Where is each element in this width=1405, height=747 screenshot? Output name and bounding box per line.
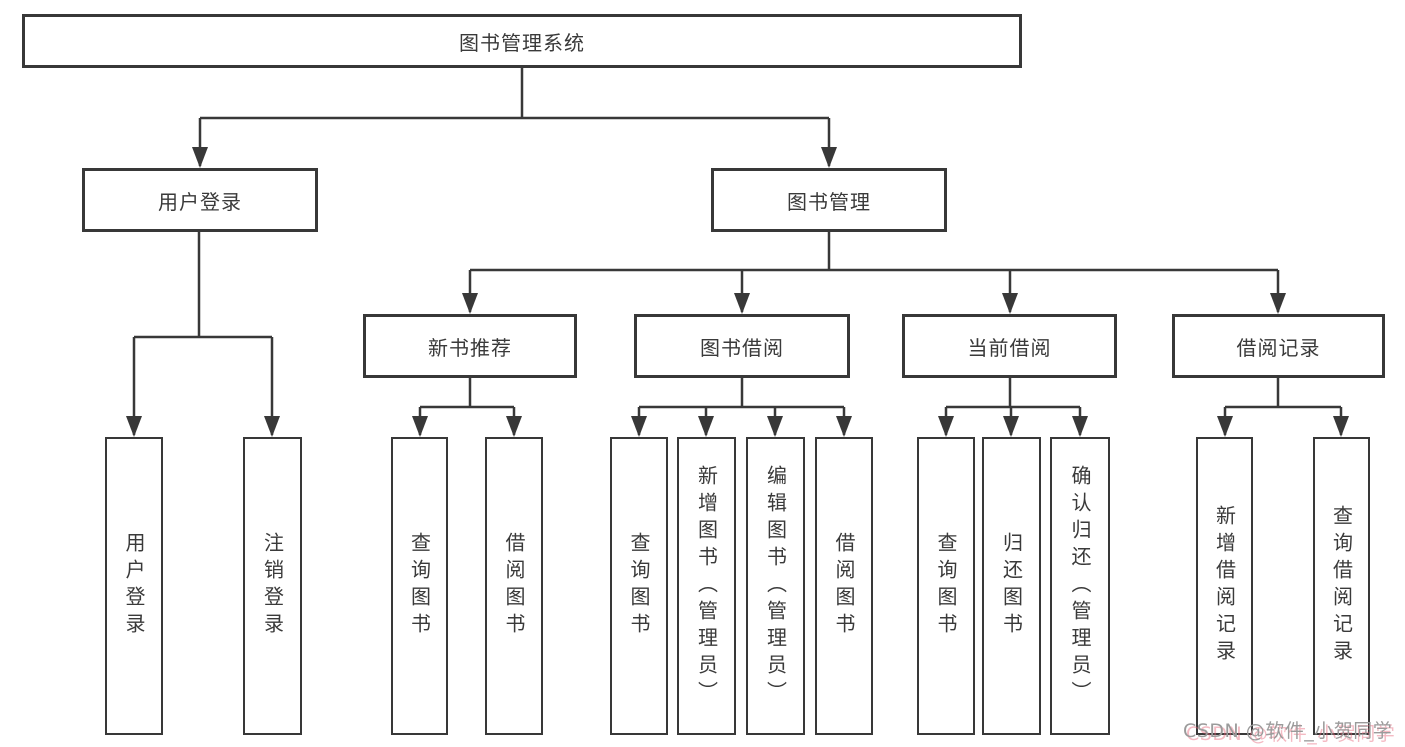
node-label: 查询图书: [407, 532, 432, 640]
node-label: 新书推荐: [428, 335, 512, 360]
node-label: 新增图书（管理员）: [694, 464, 719, 708]
node-label: 借阅图书: [502, 532, 526, 640]
node-label: 查询借阅记录: [1329, 505, 1354, 667]
edge-bookmgmt-to-l3: [468, 232, 1280, 312]
edge-root-to-l2: [198, 68, 831, 166]
leaf-logout: 注销登录: [243, 437, 302, 735]
arrow-down-icon: [192, 147, 208, 168]
arrow-down-icon: [836, 416, 852, 437]
node-label: 新增借阅记录: [1212, 505, 1237, 667]
leaf-bb-edit-books-admin: 编辑图书（管理员）: [746, 437, 805, 735]
arrow-down-icon: [1217, 416, 1233, 437]
node-label: 查询图书: [627, 532, 651, 640]
arrow-down-icon: [126, 416, 142, 437]
node-book-borrowing: 图书借阅: [634, 314, 850, 378]
leaf-br-add-record: 新增借阅记录: [1196, 437, 1253, 735]
arrow-down-icon: [1072, 416, 1088, 437]
leaf-nb-query-books: 查询图书: [391, 437, 448, 735]
edge-borrowrecords-to-leaves: [1223, 378, 1343, 435]
node-label: 确认归还（管理员）: [1068, 464, 1092, 708]
edge-bookborrow-to-leaves: [637, 378, 846, 435]
leaf-bb-borrow-books: 借阅图书: [815, 437, 873, 735]
arrow-down-icon: [1002, 293, 1018, 314]
arrow-down-icon: [412, 416, 428, 437]
node-label: 借阅记录: [1236, 335, 1321, 360]
arrow-down-icon: [631, 416, 647, 437]
arrow-down-icon: [1333, 416, 1349, 437]
node-new-book-recommend: 新书推荐: [363, 314, 577, 378]
arrow-down-icon: [767, 416, 783, 437]
node-label: 借阅图书: [832, 532, 856, 640]
leaf-cb-query-books: 查询图书: [917, 437, 975, 735]
arrow-down-icon: [698, 416, 714, 437]
leaf-cb-return-books: 归还图书: [982, 437, 1041, 735]
arrow-down-icon: [821, 147, 837, 168]
arrowhead-icons: [126, 147, 1349, 437]
node-user-login: 用户登录: [82, 168, 318, 232]
node-label: 注销登录: [260, 532, 285, 640]
leaf-nb-borrow-books: 借阅图书: [485, 437, 543, 735]
node-label: 图书借阅: [700, 335, 784, 360]
tree-edges: [132, 68, 1343, 435]
arrow-down-icon: [1270, 293, 1286, 314]
node-label: 编辑图书（管理员）: [763, 464, 788, 708]
node-label: 用户登录: [122, 532, 146, 640]
node-label: 当前借阅: [967, 335, 1052, 360]
leaf-br-query-record: 查询借阅记录: [1313, 437, 1370, 735]
leaf-cb-confirm-return-admin: 确认归还（管理员）: [1050, 437, 1110, 735]
arrow-down-icon: [264, 416, 280, 437]
node-label: 图书管理系统: [459, 30, 585, 55]
arrow-down-icon: [1003, 416, 1019, 437]
arrow-down-icon: [462, 293, 478, 314]
arrow-down-icon: [938, 416, 954, 437]
leaf-user-login: 用户登录: [105, 437, 163, 735]
arrow-down-icon: [506, 416, 522, 437]
node-label: 用户登录: [158, 189, 242, 214]
node-label: 查询图书: [934, 532, 958, 640]
edge-userlogin-to-leaves: [132, 232, 274, 435]
node-label: 归还图书: [999, 532, 1024, 640]
csdn-watermark: CSDN @软件_小贺同学: [1183, 720, 1393, 742]
node-book-management: 图书管理: [711, 168, 947, 232]
leaf-bb-query-books: 查询图书: [610, 437, 668, 735]
node-label: 图书管理: [787, 189, 871, 214]
arrow-down-icon: [734, 293, 750, 314]
leaf-bb-add-books-admin: 新增图书（管理员）: [677, 437, 736, 735]
node-current-borrowing: 当前借阅: [902, 314, 1117, 378]
edge-newbookrec-to-leaves: [418, 378, 516, 435]
node-borrowing-records: 借阅记录: [1172, 314, 1385, 378]
node-root-system: 图书管理系统: [22, 14, 1022, 68]
